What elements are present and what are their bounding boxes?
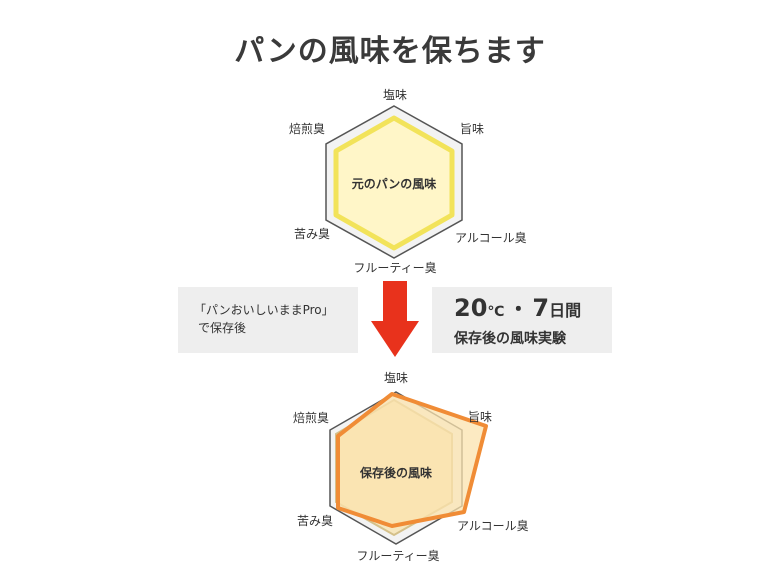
bottom-label-fruity: フルーティー臭 xyxy=(356,548,439,563)
top-label-salt: 塩味 xyxy=(383,87,407,102)
storage-method-line1: 「パンおいしいままPro」 xyxy=(194,303,334,317)
bottom-label-alcohol: アルコール臭 xyxy=(457,518,529,533)
down-arrow-icon xyxy=(371,281,419,357)
experiment-conditions-line2: 保存後の風味実験 xyxy=(454,331,566,347)
top-label-fruity: フルーティー臭 xyxy=(353,260,436,275)
top-flavor-polygon xyxy=(333,115,455,251)
storage-method-line2: で保存後 xyxy=(198,321,247,335)
top-center-label: 元のパンの風味 xyxy=(352,176,437,191)
bottom-label-bitter: 苦み臭 xyxy=(297,513,333,528)
top-label-alcohol: アルコール臭 xyxy=(455,230,527,245)
days-value: 7 xyxy=(532,294,550,322)
temperature-value: 20 xyxy=(454,294,488,322)
experiment-conditions-box: 20℃・7日間 保存後の風味実験 xyxy=(432,287,612,353)
experiment-conditions-line1: 20℃・7日間 xyxy=(454,291,612,329)
storage-method-box: 「パンおいしいままPro」 で保存後 xyxy=(178,287,358,353)
top-label-bitter: 苦み臭 xyxy=(294,226,330,241)
bottom-flavor-polygon xyxy=(336,392,488,528)
days-unit: 日間 xyxy=(549,301,582,320)
page-title: パンの風味を保ちます xyxy=(234,34,546,69)
temperature-unit: ℃ xyxy=(487,304,505,320)
bottom-radar-chart: 保存後の風味 塩味 旨味 アルコール臭 フルーティー臭 苦み臭 焙煎臭 xyxy=(293,370,529,563)
separator: ・ xyxy=(508,297,529,321)
bottom-label-salt: 塩味 xyxy=(384,370,408,385)
bottom-label-umami: 旨味 xyxy=(468,410,492,424)
top-label-umami: 旨味 xyxy=(460,122,484,136)
top-label-roasted: 焙煎臭 xyxy=(289,121,325,136)
bottom-center-label: 保存後の風味 xyxy=(359,465,432,480)
top-radar-chart: 元のパンの風味 塩味 旨味 アルコール臭 フルーティー臭 苦み臭 焙煎臭 xyxy=(289,87,527,275)
bottom-label-roasted: 焙煎臭 xyxy=(293,410,329,425)
